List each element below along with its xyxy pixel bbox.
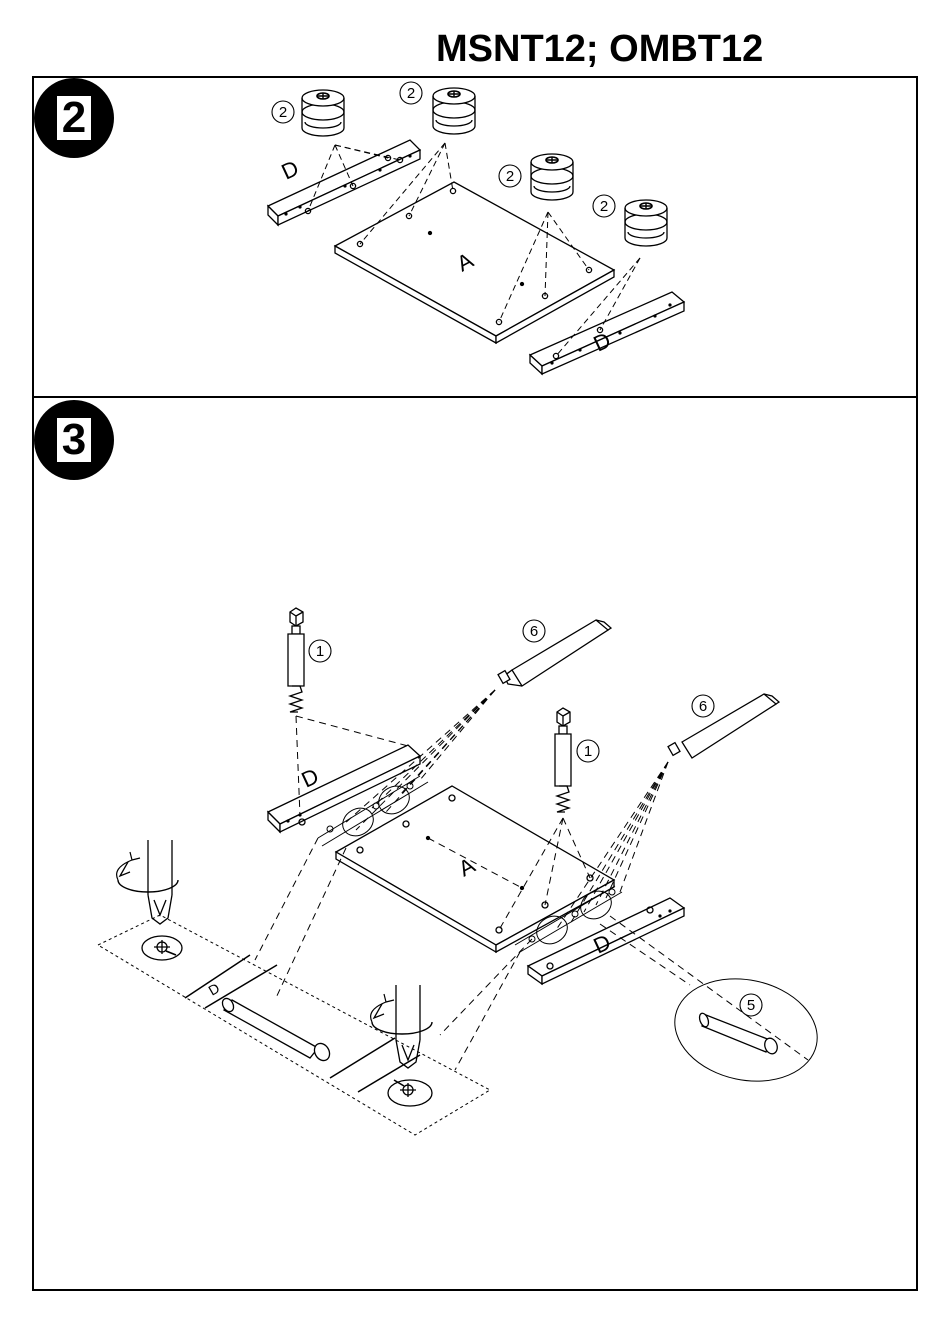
callout-dowel: 5 <box>747 997 755 1014</box>
cam-lock-top-icon <box>142 936 182 960</box>
dowel-icon <box>220 996 332 1063</box>
callout-bolt-2: 1 <box>584 743 592 760</box>
dowel-detail <box>665 966 827 1094</box>
glue-tube-icon <box>498 620 611 686</box>
callout-glue-2: 6 <box>699 698 707 715</box>
callout-bolt-1: 1 <box>316 643 324 660</box>
glue-tube-icon <box>668 694 779 758</box>
board-a-step3: A <box>336 786 614 952</box>
svg-text:D: D <box>206 980 223 999</box>
cam-bolt-icon <box>555 708 571 812</box>
callout-glue-1: 6 <box>530 623 538 640</box>
cam-lock-top-icon <box>388 1080 432 1106</box>
screwdriver-icon <box>118 840 178 924</box>
screwdriver-icon <box>372 985 432 1068</box>
cam-bolt-icon <box>288 608 304 712</box>
